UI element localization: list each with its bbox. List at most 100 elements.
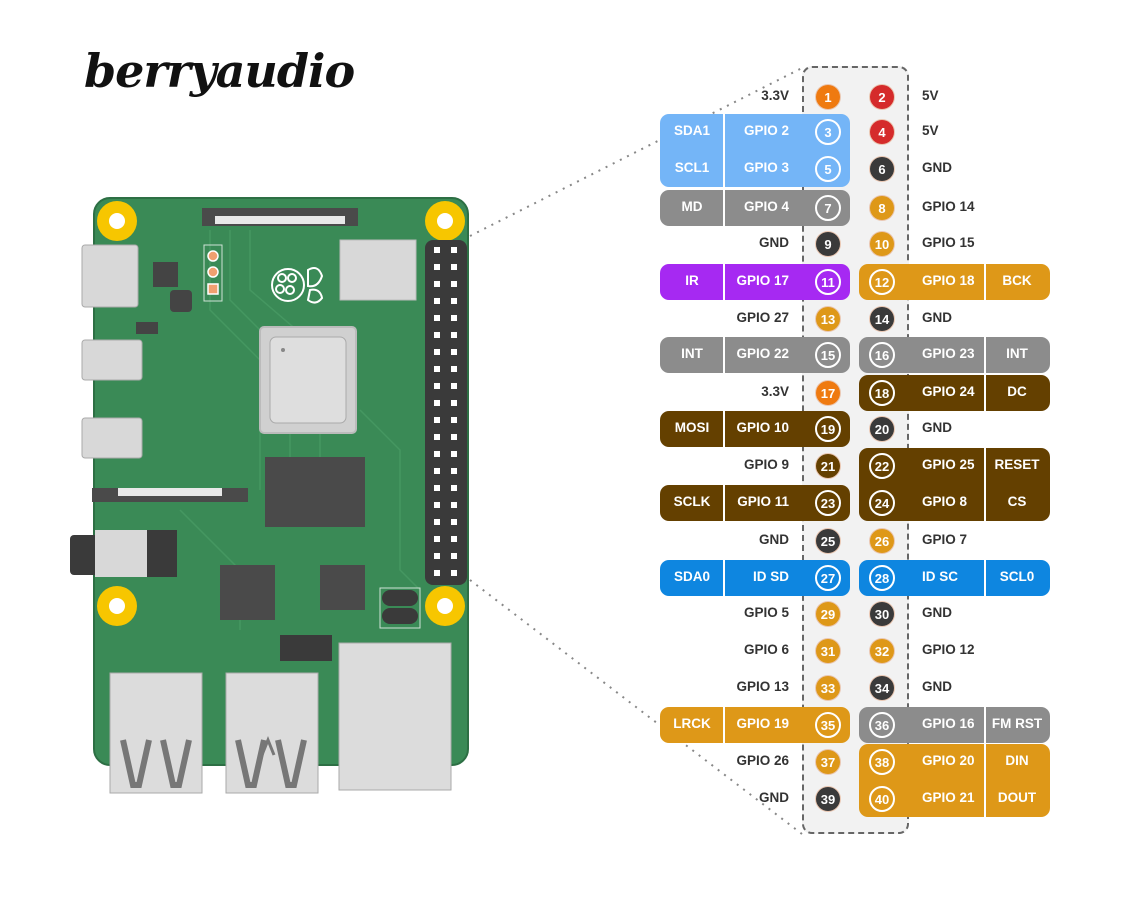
block-divider xyxy=(984,707,986,743)
header-pin xyxy=(451,451,457,457)
header-pin xyxy=(434,264,440,270)
block-divider xyxy=(984,264,986,300)
header-pin xyxy=(434,553,440,559)
pin-18[interactable]: 18 xyxy=(869,380,895,406)
block-divider xyxy=(723,411,725,447)
pin-34[interactable]: 34 xyxy=(870,676,894,700)
pin-label: GPIO 20 xyxy=(922,753,975,768)
pin-2[interactable]: 2 xyxy=(870,85,894,109)
pin-40[interactable]: 40 xyxy=(869,786,895,812)
pin-label: GPIO 26 xyxy=(736,753,789,768)
pin-number: 26 xyxy=(874,533,890,549)
pin-3[interactable]: 3 xyxy=(815,119,841,145)
header-pin xyxy=(451,502,457,508)
pin-10[interactable]: 10 xyxy=(870,232,894,256)
pin-39[interactable]: 39 xyxy=(816,787,840,811)
header-pin xyxy=(434,468,440,474)
pin-label: 3.3V xyxy=(761,88,789,103)
pin-label: GPIO 12 xyxy=(922,642,975,657)
pin-30[interactable]: 30 xyxy=(870,602,894,626)
pin-label: GND xyxy=(922,160,952,175)
header-pin xyxy=(434,400,440,406)
pin-16[interactable]: 16 xyxy=(869,342,895,368)
pin-number: 33 xyxy=(820,680,836,696)
pin-number: 31 xyxy=(820,643,836,659)
pin-15[interactable]: 15 xyxy=(815,342,841,368)
pin-29[interactable]: 29 xyxy=(816,602,840,626)
header-pin xyxy=(451,434,457,440)
pin-number: 40 xyxy=(874,791,890,807)
mount-holes xyxy=(97,201,465,626)
pin-label: GPIO 22 xyxy=(736,346,789,361)
raspberry-logo xyxy=(271,267,324,304)
pin-function-label: SDA1 xyxy=(673,123,710,138)
pin-28[interactable]: 28 xyxy=(869,565,895,591)
pin-25[interactable]: 25 xyxy=(816,529,840,553)
pin-31[interactable]: 31 xyxy=(816,639,840,663)
pin-1[interactable]: 1 xyxy=(816,85,840,109)
pin-6[interactable]: 6 xyxy=(870,157,894,181)
pin-33[interactable]: 33 xyxy=(816,676,840,700)
header-pin xyxy=(434,332,440,338)
pin-22[interactable]: 22 xyxy=(869,453,895,479)
pin-function-label: MD xyxy=(681,199,703,214)
header-pin xyxy=(434,434,440,440)
pin-35[interactable]: 35 xyxy=(815,712,841,738)
pin-19[interactable]: 19 xyxy=(815,416,841,442)
pin-32[interactable]: 32 xyxy=(870,639,894,663)
pin-function-label: DIN xyxy=(1005,753,1029,768)
pin-36[interactable]: 36 xyxy=(869,712,895,738)
pin-38[interactable]: 38 xyxy=(869,749,895,775)
pin-label: 5V xyxy=(922,123,939,138)
pin-number: 3 xyxy=(824,124,832,140)
pin-label: GPIO 5 xyxy=(743,605,789,620)
pin-27[interactable]: 27 xyxy=(815,565,841,591)
pin-label: GPIO 11 xyxy=(737,494,789,509)
pin-5[interactable]: 5 xyxy=(815,156,841,182)
pin-26[interactable]: 26 xyxy=(870,529,894,553)
pin-4[interactable]: 4 xyxy=(870,120,894,144)
pin-13[interactable]: 13 xyxy=(816,307,840,331)
pin-12[interactable]: 12 xyxy=(869,269,895,295)
raspberry-pi-board-illustration xyxy=(70,197,469,794)
pin-label: GPIO 24 xyxy=(922,384,975,399)
pin-label: GND xyxy=(759,790,789,805)
pin-label: GPIO 19 xyxy=(736,716,789,731)
pin-21[interactable]: 21 xyxy=(816,454,840,478)
pin-label: GPIO 17 xyxy=(736,273,789,288)
pin-8[interactable]: 8 xyxy=(870,196,894,220)
pin-function-label: INT xyxy=(681,346,703,361)
block-divider xyxy=(984,744,986,817)
pin-11[interactable]: 11 xyxy=(815,269,841,295)
pin-label: ID SD xyxy=(752,569,789,584)
header-pin xyxy=(434,383,440,389)
header-pin xyxy=(451,298,457,304)
pin-label: GND xyxy=(922,310,952,325)
header-pin xyxy=(434,485,440,491)
pin-20[interactable]: 20 xyxy=(870,417,894,441)
pin-24[interactable]: 24 xyxy=(869,490,895,516)
pin-label: GPIO 27 xyxy=(736,310,789,325)
pin-9[interactable]: 9 xyxy=(816,232,840,256)
pin-7[interactable]: 7 xyxy=(815,195,841,221)
header-pin xyxy=(434,502,440,508)
pin-label: GPIO 15 xyxy=(922,235,975,250)
pin-label: GPIO 21 xyxy=(922,790,975,805)
pin-number: 25 xyxy=(820,533,836,549)
header-pin xyxy=(451,332,457,338)
pin-17[interactable]: 17 xyxy=(816,381,840,405)
header-pin xyxy=(451,485,457,491)
pin-number: 27 xyxy=(820,570,836,586)
header-pin xyxy=(434,519,440,525)
pin-label: GND xyxy=(759,235,789,250)
pin-number: 37 xyxy=(820,754,836,770)
pin-function-label: CS xyxy=(1007,494,1027,509)
pin-14[interactable]: 14 xyxy=(870,307,894,331)
pin-23[interactable]: 23 xyxy=(815,490,841,516)
pin-37[interactable]: 37 xyxy=(816,750,840,774)
pin-number: 21 xyxy=(820,458,836,474)
pin-label: GPIO 18 xyxy=(922,273,975,288)
pin-function-label: IR xyxy=(685,273,699,288)
pin-function-label: LRCK xyxy=(673,716,711,731)
header-pin xyxy=(434,298,440,304)
